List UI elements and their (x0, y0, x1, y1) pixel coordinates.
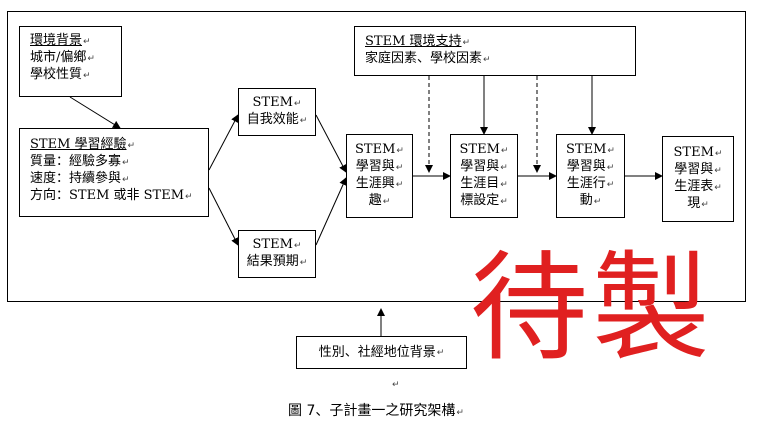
environment-background-line-2: 學校性質 (30, 67, 83, 82)
gender-ses-background-box: 性別、社經地位背景↵ (296, 336, 467, 369)
paragraph-mark: ↵ (392, 380, 400, 390)
environment-background-line-1: 城市/偏鄉 (30, 50, 87, 65)
environment-support-box: STEM 環境支持↵ 家庭因素、學校因素↵ (354, 26, 636, 76)
learning-experience-title: STEM 學習經驗 (30, 137, 127, 152)
interest-box: STEM↵ 學習與↵ 生涯興↵ 趣↵ (346, 134, 413, 218)
arrow-env-to-experience (69, 96, 121, 129)
environment-background-title: 環境背景 (30, 33, 83, 48)
framework-border (7, 11, 746, 302)
goal-setting-box: STEM↵ 學習與↵ 生涯目↵ 標設定↵ (450, 134, 518, 218)
pending-stamp: 待製 (470, 239, 715, 377)
performance-box: STEM↵ 學習與↵ 生涯表↵ 現↵ (662, 136, 734, 222)
environment-support-title: STEM 環境支持 (365, 34, 462, 49)
learning-experience-quality: 質量：經驗多寡 (30, 154, 122, 169)
environment-support-factors: 家庭因素、學校因素 (365, 51, 483, 66)
gender-ses-background-label: 性別、社經地位背景 (318, 344, 436, 360)
self-efficacy-box: STEM↵ 自我效能↵ (238, 88, 316, 136)
learning-experience-speed: 速度：持續參與 (30, 171, 122, 186)
arrow-experience-to-outcome (208, 187, 239, 246)
arrow-experience-to-efficacy (208, 114, 239, 171)
outcome-expectation-box: STEM↵ 結果預期↵ (238, 230, 316, 278)
learning-experience-direction: 方向：STEM 或非 STEM (30, 188, 185, 203)
action-box: STEM↵ 學習與↵ 生涯行↵ 動↵ (556, 134, 625, 218)
learning-experience-box: STEM 學習經驗↵ 質量：經驗多寡↵ 速度：持續參與↵ 方向：STEM 或非 … (19, 128, 209, 217)
figure-caption: 圖 7、子計畫一之研究架構↵ (288, 403, 464, 419)
arrow-outcome-to-interest (315, 177, 347, 246)
environment-background-box: 環境背景↵ 城市/偏鄉↵ 學校性質↵ (19, 26, 122, 97)
arrow-efficacy-to-interest (315, 114, 347, 173)
